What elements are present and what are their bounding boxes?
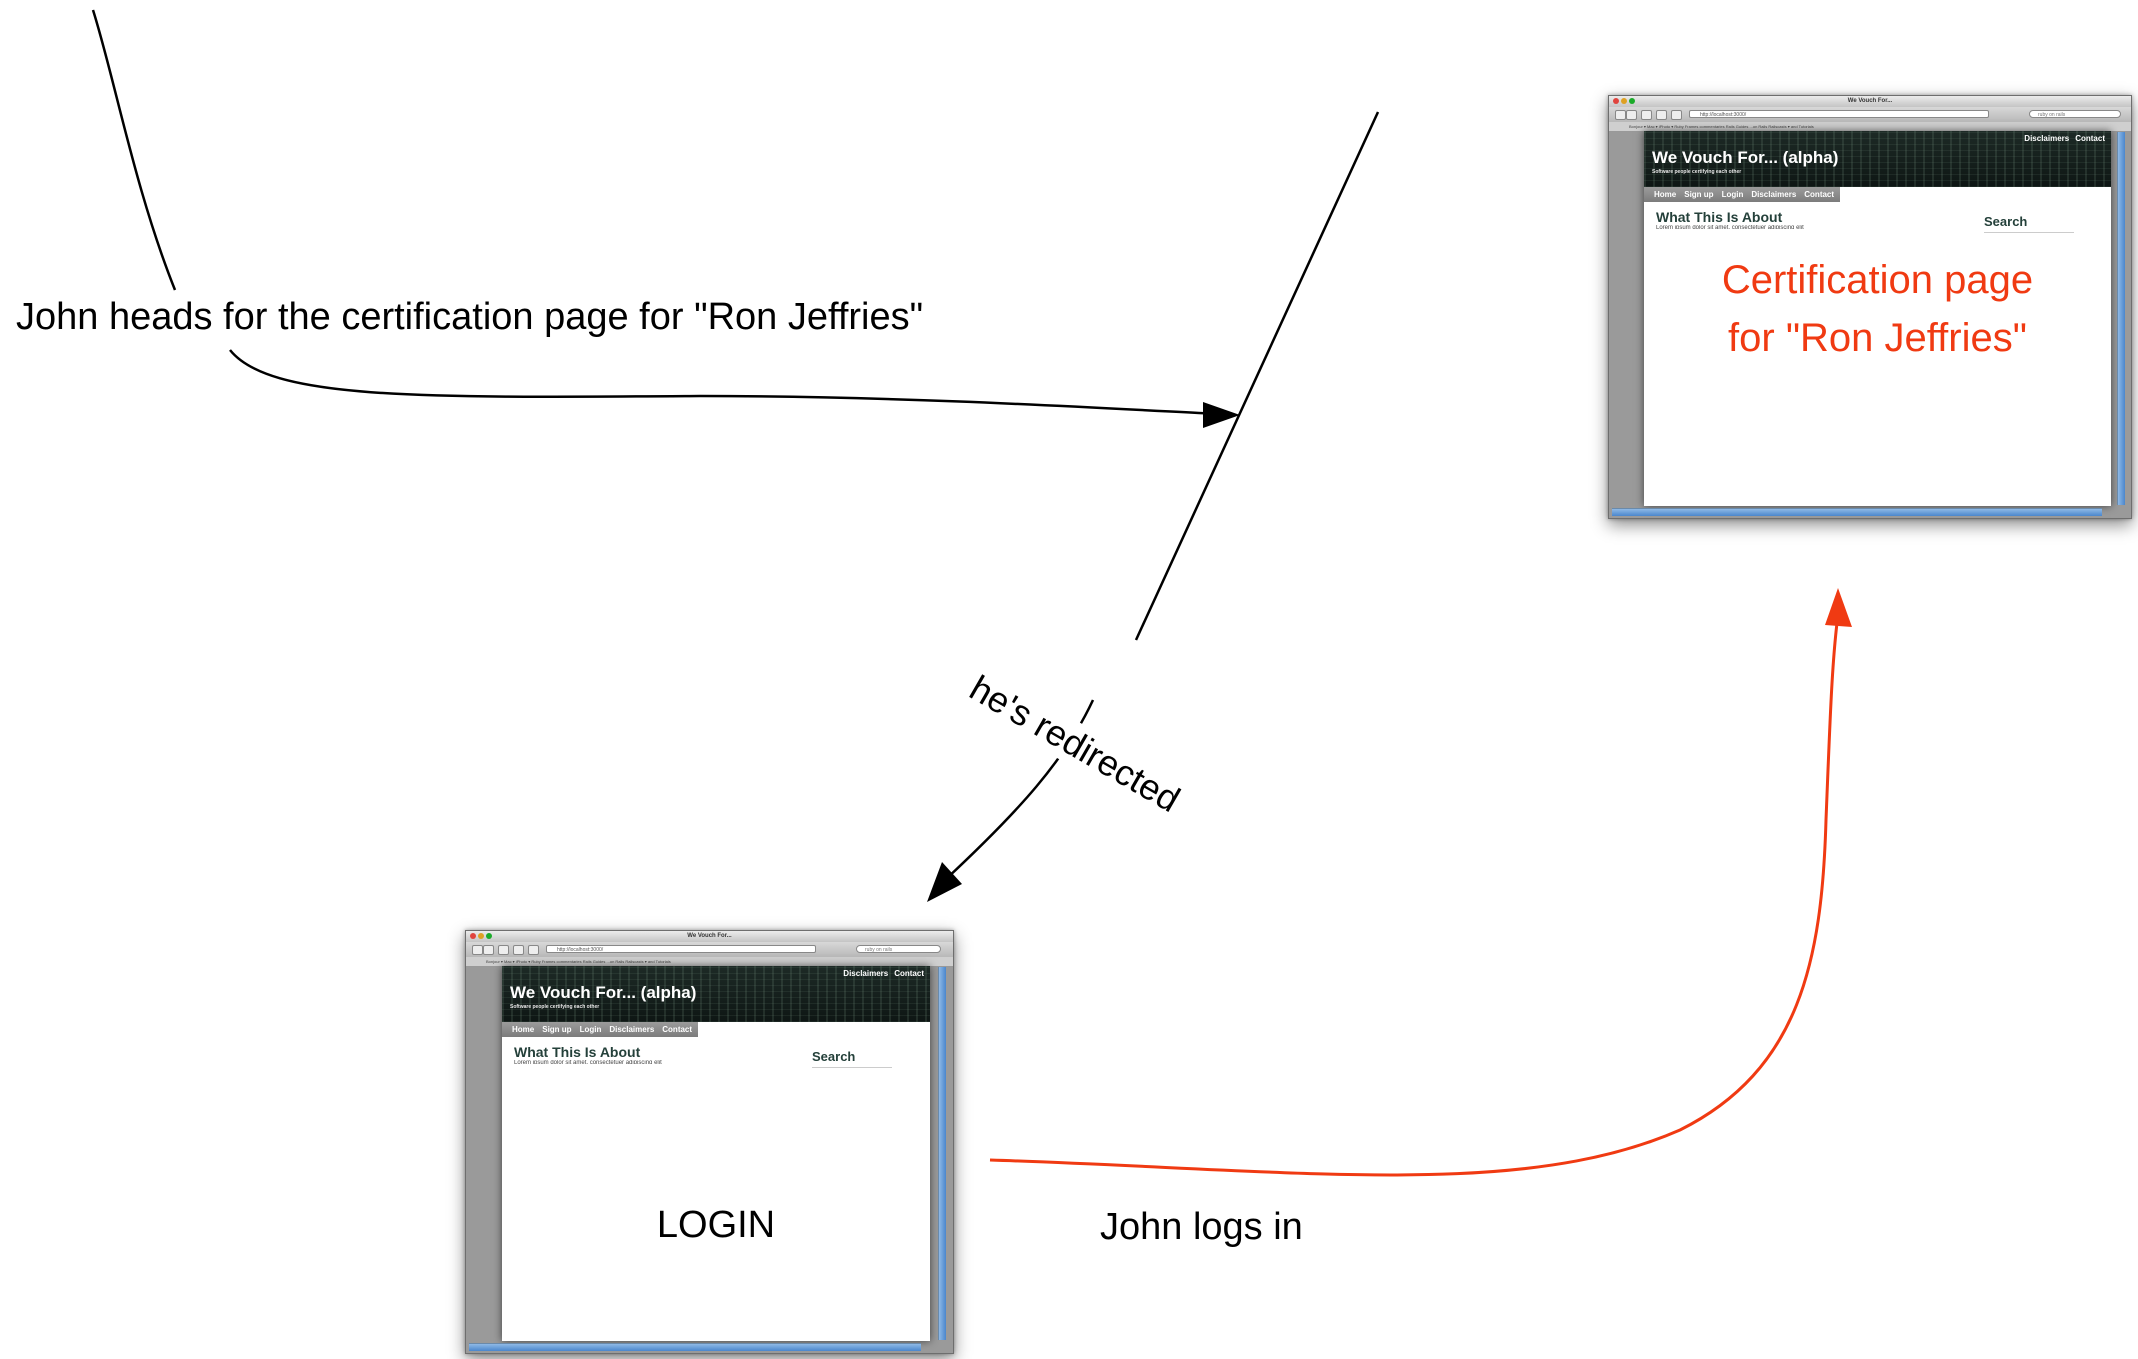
header-link-disclaimers[interactable]: Disclaimers [843,969,889,978]
heads-for-arrow [229,349,1219,416]
window-titlebar: We Vouch For... [1609,96,2131,107]
about-heading: What This Is About [514,1044,641,1060]
forward-button[interactable] [1626,110,1637,120]
close-icon[interactable] [470,933,476,939]
browser-toolbar: http://localhost:3000/ ruby on rails [1609,107,2131,122]
browser-search-field[interactable]: ruby on rails [856,945,941,953]
vertical-scrollbar[interactable] [938,967,946,1340]
site-title: We Vouch For... (alpha) [510,983,697,1002]
heads-for-arrowhead [1203,402,1240,428]
nav-login[interactable]: Login [1721,190,1744,199]
zoom-icon[interactable] [486,933,492,939]
vertical-scrollbar[interactable] [2117,132,2125,505]
logs-in-arrow [989,614,1840,1177]
site-banner: Disclaimers Contact We Vouch For... (alph… [1644,131,2111,187]
nav-disclaimers[interactable]: Disclaimers [1751,190,1797,199]
back-button[interactable] [472,945,483,955]
browser-search-field[interactable]: ruby on rails [2029,110,2121,118]
site-title: We Vouch For... (alpha) [1652,148,1839,167]
header-link-contact[interactable]: Contact [2075,134,2105,143]
reload-button[interactable] [1641,110,1652,120]
horizontal-scrollbar[interactable] [1612,508,2102,516]
nav-disclaimers[interactable]: Disclaimers [609,1025,655,1034]
header-link-contact[interactable]: Contact [894,969,924,978]
logs-in-arrowhead [1825,588,1852,627]
origin-curve [91,9,177,291]
back-button[interactable] [1615,110,1626,120]
about-text: Lorem ipsum dolor sit amet, consectetuer… [1656,225,1804,229]
about-heading: What This Is About [1656,209,1783,225]
site-tagline: Software people certifying each other [1652,169,1742,175]
add-bookmark-button[interactable] [1656,110,1667,120]
minimize-icon[interactable] [1621,98,1627,104]
nav-sign-up[interactable]: Sign up [542,1025,572,1034]
zoom-icon[interactable] [1629,98,1635,104]
site-tagline: Software people certifying each other [510,1004,600,1010]
home-button[interactable] [528,945,539,955]
certification-overlay-line2: for "Ron Jeffries" [1728,316,2027,360]
minimize-icon[interactable] [478,933,484,939]
redirect-arrowhead [927,862,962,902]
nav-home[interactable]: Home [1654,190,1677,199]
horizontal-scrollbar[interactable] [469,1343,921,1351]
window-controls [470,933,494,944]
nav-sign-up[interactable]: Sign up [1684,190,1714,199]
nav-contact[interactable]: Contact [1804,190,1835,199]
about-text: Lorem ipsum dolor sit amet, consectetuer… [514,1060,662,1064]
sidebar-rule [812,1067,892,1068]
header-links: Disclaimers Contact [2018,134,2105,143]
add-bookmark-button[interactable] [513,945,524,955]
window-controls [1613,98,1637,109]
reload-button[interactable] [498,945,509,955]
close-icon[interactable] [1613,98,1619,104]
header-links: Disclaimers Contact [837,969,924,978]
sidebar-search-heading: Search [1984,214,2028,229]
nav-home[interactable]: Home [512,1025,535,1034]
url-field[interactable]: http://localhost:3000/ [1689,110,1989,118]
site-nav: Home Sign up Login Disclaimers Contact [502,1022,699,1037]
forward-button[interactable] [483,945,494,955]
certification-browser-window: We Vouch For... http://localhost:3000/ r… [1608,95,2132,519]
sidebar-search-heading: Search [812,1049,856,1064]
browser-toolbar: http://localhost:3000/ ruby on rails [466,942,953,957]
certification-overlay-line1: Certification page [1721,258,2034,302]
nav-login[interactable]: Login [579,1025,602,1034]
logs-in-label: John logs in [1100,1206,1303,1248]
window-title: We Vouch For... [1847,98,1893,104]
login-browser-window: We Vouch For... http://localhost:3000/ r… [465,930,954,1354]
url-field[interactable]: http://localhost:3000/ [546,945,816,953]
header-link-disclaimers[interactable]: Disclaimers [2024,134,2070,143]
window-title: We Vouch For... [687,933,732,939]
site-nav: Home Sign up Login Disclaimers Contact [1644,187,1841,202]
heads-for-label: John heads for the certification page fo… [14,296,926,339]
window-titlebar: We Vouch For... [466,931,953,942]
certification-overlay-text: Certification page for "Ron Jeffries" [1644,251,2111,367]
home-button[interactable] [1671,110,1682,120]
sidebar-rule [1984,232,2074,233]
nav-contact[interactable]: Contact [662,1025,693,1034]
boundary-line [1134,111,1380,641]
redirect-arrow [944,699,1095,881]
login-overlay-text: LOGIN [656,1204,776,1246]
site-banner: Disclaimers Contact We Vouch For... (alph… [502,966,930,1022]
